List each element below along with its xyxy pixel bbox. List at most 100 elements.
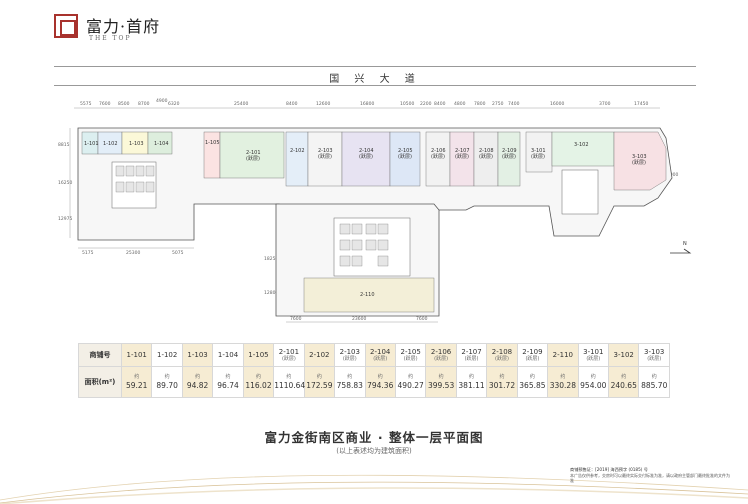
unit-label-1-104: 1-104	[154, 141, 169, 147]
dim-top-8: 8400	[286, 101, 298, 107]
dim-top-20: 17450	[634, 101, 648, 107]
unit-label-2-106: 2-106	[431, 148, 446, 154]
dim-bottom-2: 25300	[126, 250, 140, 256]
decorative-waves	[0, 474, 748, 504]
top-dimensions: 5575 7600 8500 8700 4900 6320 25400 8400…	[80, 98, 648, 107]
floor-plan: 5575 7600 8500 8700 4900 6320 25400 8400…	[54, 88, 694, 328]
page-title: 富力金街南区商业 · 整体一层平面图	[264, 430, 484, 445]
table-area-label: 面积(m²)	[78, 366, 122, 398]
dim-top-13: 8400	[434, 101, 446, 107]
unit-label-2-110: 2-110	[360, 292, 375, 298]
unit-loft-2-107: (跃层)	[455, 153, 469, 160]
dim-bottom-1: 5175	[82, 250, 94, 256]
dim-bottom-6: 7600	[416, 316, 428, 322]
footnote: 商铺预售证：[2019] 海西预字 (0185) 号 本广告仅供参考，交房时可以…	[570, 467, 730, 484]
table-header-row: 商铺号 1-101 1-102 1-103 1-104 1-105 2-101(…	[78, 343, 670, 367]
dim-side-1: 8815	[58, 142, 70, 148]
unit-label-2-103: 2-103	[318, 148, 333, 154]
north-label: N	[683, 241, 687, 247]
unit-label-2-102: 2-102	[290, 148, 305, 154]
road-edge-top	[54, 66, 696, 67]
dim-bottom-5: 23600	[352, 316, 366, 322]
dim-top-3: 8500	[118, 101, 130, 107]
dim-top-16: 2750	[492, 101, 504, 107]
unit-label-2-107: 2-107	[455, 148, 470, 154]
table-unit-id: 1-101	[120, 343, 153, 367]
table-unit-id: 2-103(跃层)	[334, 343, 366, 367]
table-unit-id: 2-106(跃层)	[425, 343, 457, 367]
unit-loft-2-104: (跃层)	[359, 153, 373, 160]
dim-top-19: 3700	[599, 101, 611, 107]
unit-loft-2-108: (跃层)	[479, 153, 493, 160]
unit-loft-2-101: (跃层)	[246, 155, 260, 162]
table-unit-id: 2-109(跃层)	[516, 343, 549, 367]
dim-top-1: 5575	[80, 101, 92, 107]
unit-label-2-105: 2-105	[398, 148, 413, 154]
brand-name: 富力·首府	[86, 17, 161, 36]
unit-label-2-108: 2-108	[479, 148, 494, 154]
table-unit-id: 1-104	[212, 343, 244, 367]
table-unit-id: 2-101(跃层)	[273, 343, 305, 367]
table-unit-id: 2-104(跃层)	[364, 343, 396, 367]
dim-top-10: 16800	[360, 101, 374, 107]
page-subtitle: (以上表述均为建筑面积)	[336, 447, 412, 455]
table-unit-id: 2-110	[547, 343, 579, 367]
table-unit-id: 1-102	[151, 343, 183, 367]
dim-top-12: 2200	[420, 101, 432, 107]
unit-label-3-101: 3-101	[531, 148, 546, 154]
brand-name-en: THE TOP	[89, 35, 132, 42]
unit-label-1-101: 1-101	[84, 141, 99, 147]
table-unit-id: 2-105(跃层)	[394, 343, 427, 367]
unit-loft-2-109: (跃层)	[502, 153, 516, 160]
unit-label-1-102: 1-102	[103, 141, 118, 147]
footnote-heading: 商铺预售证：[2019] 海西预字 (0185) 号	[570, 467, 648, 472]
unit-label-3-103: 3-103	[632, 154, 647, 160]
dim-top-14: 4800	[454, 101, 466, 107]
dim-top-7: 25400	[234, 101, 248, 107]
footnote-body: 本广告仅供参考，交房时可以最终实际交付标准为准，请以政府主管部门最终批准的文件为…	[570, 472, 730, 484]
dim-bottom-3: 5075	[172, 250, 184, 256]
table-unit-id: 2-107(跃层)	[455, 343, 488, 367]
dim-top-18: 16000	[550, 101, 564, 107]
unit-loft-2-103: (跃层)	[318, 153, 332, 160]
dim-side-5: 12800	[264, 290, 278, 296]
dim-top-5: 4900	[156, 98, 168, 104]
brand-seal-icon	[54, 14, 78, 38]
dim-top-2: 7600	[99, 101, 111, 107]
floor-plan-drawing: 5575 7600 8500 8700 4900 6320 25400 8400…	[58, 98, 692, 323]
dim-top-9: 12600	[316, 101, 330, 107]
unit-label-1-103: 1-103	[129, 141, 144, 147]
unit-label-2-101: 2-101	[246, 150, 261, 156]
table-unit-id: 1-105	[242, 343, 275, 367]
dim-bottom-4: 7600	[290, 316, 302, 322]
dim-top-15: 7800	[474, 101, 486, 107]
road-edge-bottom	[54, 85, 696, 86]
table-unit-id: 3-102	[607, 343, 640, 367]
dim-top-11: 10500	[400, 101, 414, 107]
table-unit-id: 3-103(跃层)	[638, 343, 670, 367]
unit-loft-2-105: (跃层)	[398, 153, 412, 160]
table-unit-id: 2-108(跃层)	[486, 343, 518, 367]
table-unit-id: 2-102	[303, 343, 336, 367]
unit-label-3-102: 3-102	[574, 142, 589, 148]
dim-top-6: 6320	[168, 101, 180, 107]
table-unit-id: 3-101(跃层)	[577, 343, 610, 367]
road-name: 国 兴 大 道	[329, 74, 421, 85]
table-unit-id: 1-103	[181, 343, 214, 367]
dim-side-4: 18250	[264, 256, 278, 262]
unit-loft-3-103: (跃层)	[632, 159, 646, 166]
